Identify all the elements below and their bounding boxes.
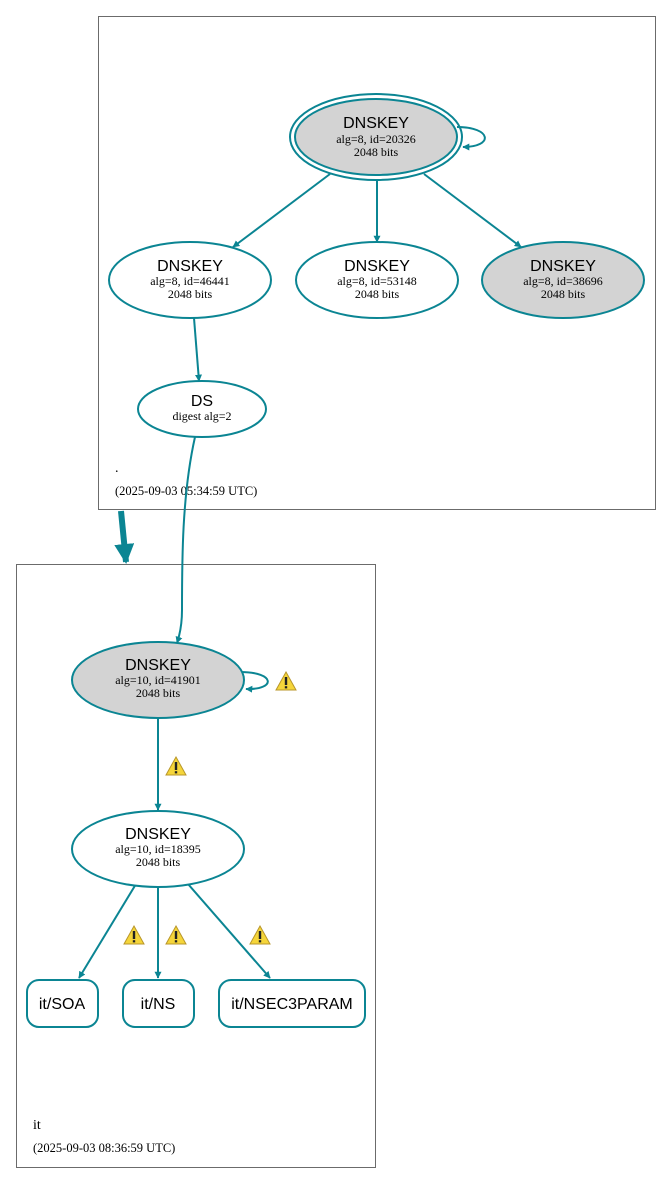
node-it-nsec3param-label: it/NSEC3PARAM [231,996,353,1013]
edge-ds-to-it-ksk [175,436,196,644]
edge-it-ksk-self-loop [239,671,269,693]
node-root-38696[interactable]: DNSKEY alg=8, id=38696 2048 bits [481,241,645,319]
node-it-zsk-alg: alg=10, id=18395 [115,842,201,856]
node-it-ksk-type: DNSKEY [125,657,191,674]
node-root-53148-alg: alg=8, id=53148 [337,274,417,288]
node-root-38696-bits: 2048 bits [541,287,586,301]
edge-ksk-to-46441 [232,173,331,248]
node-it-zsk-type: DNSKEY [125,826,191,843]
node-root-46441-bits: 2048 bits [168,287,213,301]
node-root-53148-type: DNSKEY [344,258,410,275]
node-root-ksk-bits: 2048 bits [354,145,399,159]
edge-ksk-self-loop [456,126,486,151]
node-it-zsk[interactable]: DNSKEY alg=10, id=18395 2048 bits [71,810,245,888]
node-ds-it[interactable]: DS digest alg=2 [137,380,267,438]
node-it-ns-label: it/NS [141,996,176,1013]
node-it-nsec3param[interactable]: it/NSEC3PARAM [218,979,366,1028]
edge-zsk-to-soa [78,883,137,979]
node-it-ksk-alg: alg=10, id=41901 [115,673,201,687]
zone-it-timestamp: (2025-09-03 08:36:59 UTC) [33,1141,175,1155]
node-root-46441-type: DNSKEY [157,258,223,275]
zone-root-name: . [115,461,119,476]
edge-ksk-to-38696 [423,173,522,248]
node-ds-type: DS [191,393,213,410]
node-root-38696-type: DNSKEY [530,258,596,275]
node-root-ksk-type: DNSKEY [343,115,409,132]
node-root-ksk-alg: alg=8, id=20326 [336,132,416,146]
delegation-arrow [114,510,135,564]
node-it-ksk-bits: 2048 bits [136,686,181,700]
node-it-soa[interactable]: it/SOA [26,979,99,1028]
node-root-46441[interactable]: DNSKEY alg=8, id=46441 2048 bits [108,241,272,319]
edges [78,126,522,979]
edge-zsk-to-nsec3param [187,883,271,979]
node-it-ns[interactable]: it/NS [122,979,195,1028]
node-root-53148[interactable]: DNSKEY alg=8, id=53148 2048 bits [295,241,459,319]
edge-46441-to-ds [193,317,202,382]
node-root-38696-alg: alg=8, id=38696 [523,274,603,288]
node-ds-digest: digest alg=2 [172,409,231,423]
node-root-ksk[interactable]: DNSKEY alg=8, id=20326 2048 bits [289,93,463,181]
node-it-soa-label: it/SOA [39,996,86,1013]
node-it-ksk[interactable]: DNSKEY alg=10, id=41901 2048 bits [71,641,245,719]
node-it-zsk-bits: 2048 bits [136,855,181,869]
node-root-53148-bits: 2048 bits [355,287,400,301]
zone-it-name: it [33,1118,41,1133]
node-root-46441-alg: alg=8, id=46441 [150,274,230,288]
